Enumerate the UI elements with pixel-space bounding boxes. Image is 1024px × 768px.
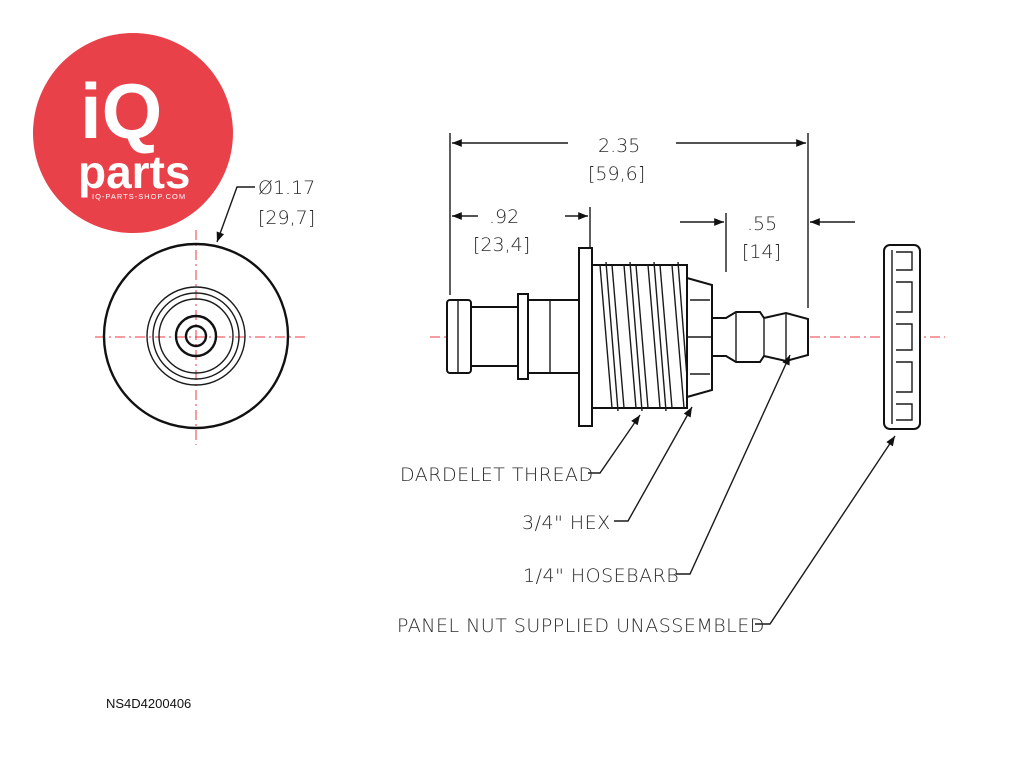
logo-circle xyxy=(33,33,233,233)
thread-leader xyxy=(588,414,641,474)
panel-nut-teeth xyxy=(896,251,913,421)
hose-barb xyxy=(711,311,809,363)
barb-mm: [14] xyxy=(742,241,781,263)
bore-ring-2 xyxy=(152,292,240,380)
overall-in: 2.35 xyxy=(598,135,640,157)
coupling-lip xyxy=(446,299,472,374)
diameter-in: Ø1.17 xyxy=(258,177,315,199)
side-view-fitting xyxy=(446,247,809,427)
callout-hex: 3/4" HEX xyxy=(522,512,611,534)
logo-url: IQ-PARTS-SHOP.COM xyxy=(92,192,186,201)
callouts: DARDELET THREAD 3/4" HEX 1/4" HOSEBARB P… xyxy=(397,354,896,637)
hex-leader xyxy=(614,406,693,522)
callout-hosebarb: 1/4" HOSEBARB xyxy=(523,565,679,587)
flange-outer-circle xyxy=(102,242,290,430)
bore-ring-4 xyxy=(174,314,218,358)
bore-hole xyxy=(184,324,208,348)
end-view: Ø1.17 [29,7] xyxy=(95,177,315,445)
diameter-mm: [29,7] xyxy=(258,207,315,229)
logo-parts: parts xyxy=(78,146,190,198)
thread-ridges xyxy=(599,261,689,412)
bore-ring-3 xyxy=(158,298,234,374)
panel-nut-leader xyxy=(755,435,896,625)
logo-iq: iQ xyxy=(80,67,162,155)
panel-flange xyxy=(578,247,593,427)
bore-ring-1 xyxy=(146,286,246,386)
iq-parts-logo: iQ parts IQ-PARTS-SHOP.COM xyxy=(33,33,233,233)
panel-nut-body xyxy=(883,244,921,430)
callout-thread: DARDELET THREAD xyxy=(400,464,594,486)
coupling-shoulder xyxy=(517,293,529,380)
panel-nut xyxy=(883,244,921,430)
part-number: NS4D4200406 xyxy=(106,696,192,711)
barb-in: .55 xyxy=(747,213,777,235)
hosebarb-leader xyxy=(676,354,791,575)
callout-panel-nut: PANEL NUT SUPPLIED UNASSEMBLED xyxy=(397,615,765,637)
diameter-leader xyxy=(216,186,255,243)
left-mm: [23,4] xyxy=(473,234,530,256)
dimensions: 2.35 [59,6] .92 [23,4] .55 [14] xyxy=(449,133,855,308)
overall-mm: [59,6] xyxy=(588,163,645,185)
body-neck xyxy=(527,299,581,374)
left-in: .92 xyxy=(489,206,519,228)
